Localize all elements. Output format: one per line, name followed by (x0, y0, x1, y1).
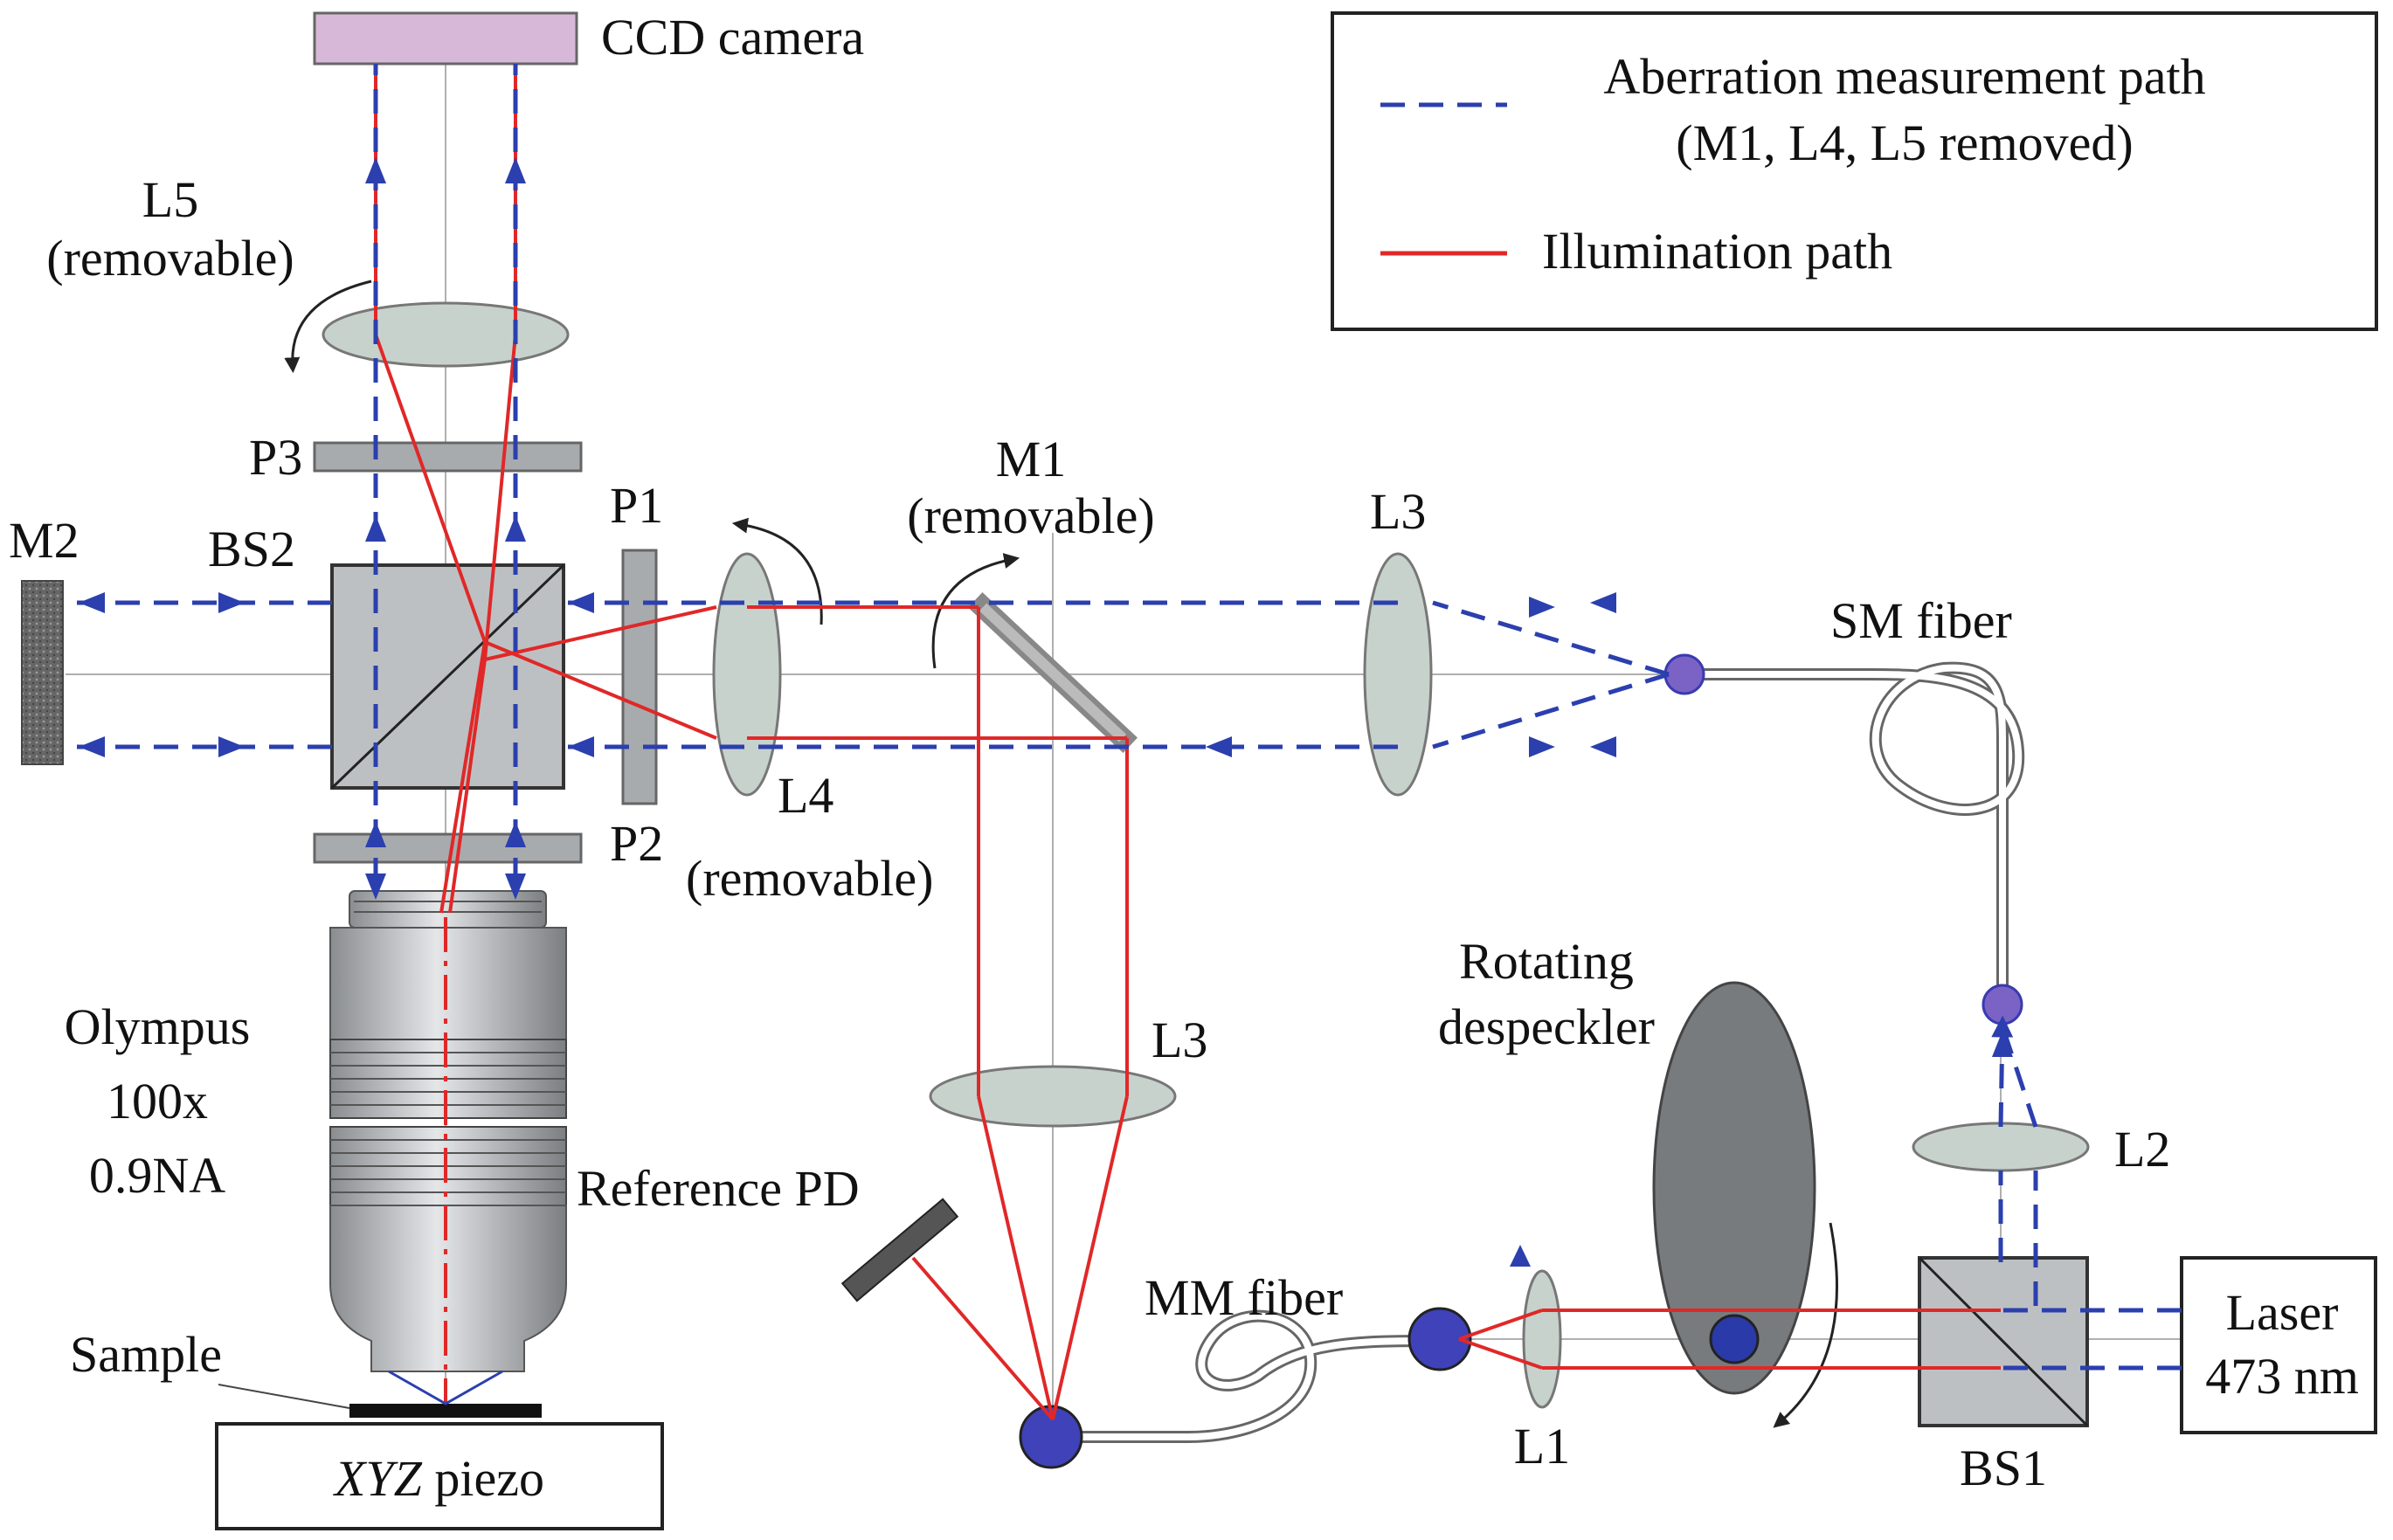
measurement-arrowheads (79, 157, 2013, 1267)
label-rotating-2: despeckler (1438, 998, 1655, 1055)
label-xyz-piezo: XYZ piezo (333, 1450, 544, 1507)
label-sample: Sample (70, 1326, 222, 1383)
label-piezo: piezo (422, 1450, 544, 1507)
label-sm-fiber: SM fiber (1830, 592, 2012, 649)
laser-box (2180, 1256, 2377, 1434)
objective-olympus (329, 890, 567, 1372)
label-l3-bottom: L3 (1152, 1012, 1207, 1068)
legend: Aberration measurement path (M1, L4, L5 … (1331, 11, 2378, 331)
label-l3-top: L3 (1370, 483, 1426, 540)
lens-l4 (712, 552, 782, 797)
label-reference-pd: Reference PD (577, 1160, 860, 1217)
legend-measurement-label-2: (M1, L4, L5 removed) (1676, 114, 2133, 171)
label-rotating-1: Rotating (1459, 933, 1634, 990)
mm-fiber (1053, 1309, 1438, 1443)
label-xyz: XYZ (333, 1450, 423, 1507)
lens-l2 (1912, 1122, 2090, 1172)
beam-splitter-bs1 (1918, 1256, 2089, 1427)
label-m2: M2 (9, 512, 80, 569)
sample-pointer (218, 1384, 350, 1409)
polarizer-p1 (621, 549, 658, 805)
legend-box (1331, 11, 2378, 331)
label-l4: L4 (778, 767, 833, 824)
label-olympus-3: 0.9NA (89, 1147, 225, 1204)
focus-cone (388, 1370, 503, 1405)
despeckler-center (1709, 1314, 1760, 1364)
label-bs1: BS1 (1960, 1440, 2047, 1496)
label-m1-removable: (removable) (907, 487, 1154, 544)
label-m1: M1 (996, 431, 1067, 487)
label-l5: L5 (142, 171, 198, 228)
measurement-path (68, 64, 2182, 1371)
beam-splitter-bs2 (330, 563, 565, 790)
component-labels: CCD camera L5 (removable) P3 M2 BS2 P1 M… (9, 9, 2359, 1507)
xyz-piezo-stage (215, 1422, 664, 1530)
lens-l3-bottom (929, 1065, 1177, 1128)
illumination-path (374, 64, 2001, 1421)
polarizer-p2 (313, 832, 583, 864)
label-p3: P3 (249, 429, 302, 486)
polarizer-p3 (313, 441, 583, 473)
label-l5-removable: (removable) (46, 230, 294, 287)
sample-slide (349, 1404, 542, 1418)
l5-removal-arrow (284, 280, 372, 374)
mirror-m1 (968, 592, 1138, 753)
label-p1: P1 (610, 477, 663, 534)
sm-fiber-input-node (1663, 653, 1705, 695)
sm-fiber-output-node (1981, 984, 2023, 1026)
label-l2: L2 (2114, 1121, 2170, 1177)
legend-illumination-label: Illumination path (1542, 223, 1892, 280)
label-bs2: BS2 (208, 521, 295, 577)
sm-fiber (1684, 661, 2025, 1005)
lens-l1 (1522, 1269, 1562, 1409)
label-olympus-1: Olympus (65, 998, 251, 1055)
label-l4-removable: (removable) (686, 850, 933, 907)
label-ccd-camera: CCD camera (601, 9, 864, 66)
label-l1: L1 (1514, 1418, 1570, 1474)
label-p2: P2 (610, 815, 663, 872)
label-laser-1: Laser (2226, 1284, 2339, 1341)
label-olympus-2: 100x (107, 1073, 208, 1129)
mirror-m2 (21, 580, 64, 765)
reference-pd (840, 1198, 959, 1302)
label-mm-fiber: MM fiber (1145, 1269, 1343, 1326)
despeckler-rotation-arrow (1773, 1222, 1838, 1428)
legend-measurement-label-1: Aberration measurement path (1603, 48, 2205, 105)
label-laser-2: 473 nm (2205, 1348, 2359, 1405)
lens-l5 (322, 301, 570, 368)
rotating-despeckler (1652, 981, 1816, 1395)
mm-fiber-input-node (1407, 1307, 1472, 1371)
m1-removal-arrow (931, 553, 1020, 669)
lens-l3-top (1363, 552, 1433, 797)
ccd-camera (313, 11, 578, 66)
